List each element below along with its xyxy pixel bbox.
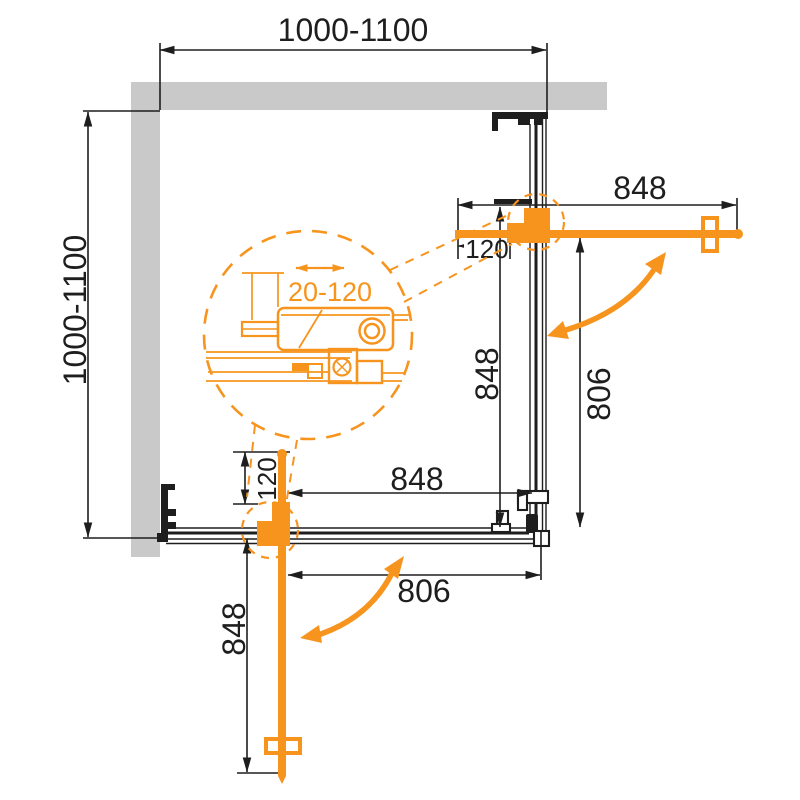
fixed-panel-right: [492, 112, 548, 532]
dim-overall-width-label: 1000-1100: [278, 12, 429, 48]
roller-block-bottom: [272, 502, 290, 524]
door-glass-top: [455, 230, 739, 238]
dim-adjustment: 20-120: [242, 264, 372, 320]
dim-overlap-bottom-label: 120: [252, 457, 282, 500]
dim-bottom-side: 848 806: [287, 461, 542, 609]
sliding-door-top: [455, 192, 743, 253]
dim-door-bottom-label: 848: [390, 461, 443, 497]
dim-overlap-top-label: 120: [465, 234, 508, 264]
dim-door-bottom-v-label: 848: [216, 602, 252, 655]
wall-top: [131, 82, 607, 110]
walls: [131, 82, 607, 557]
dim-door-bottom-v: 120 848: [216, 451, 290, 774]
wall-left: [131, 82, 160, 557]
dim-right-side: 848 806: [469, 206, 617, 528]
dim-overall-depth: 1000-1100: [57, 110, 164, 539]
dim-door-top-label: 848: [613, 170, 666, 206]
door-glass-bottom: [278, 453, 286, 776]
door-swing-arrow-right: [547, 252, 666, 339]
dim-opening-bottom-label: 806: [397, 573, 450, 609]
detail-source-circle-bottom: [240, 500, 300, 560]
wall-profile-left: [161, 486, 168, 536]
wall-profile-top: [492, 112, 548, 119]
fixed-panel-bottom: [157, 484, 543, 545]
rail-bracket-top: [494, 199, 532, 204]
roller-wheel: [358, 317, 386, 345]
dim-overall-depth-label: 1000-1100: [57, 235, 93, 386]
detail-zoom-circle: 20-120: [202, 214, 513, 505]
dim-opening-right-label: 806: [581, 367, 617, 420]
sliding-door-bottom: [240, 449, 302, 784]
adjustment-screw: [332, 357, 352, 377]
roller-mechanism: [206, 306, 411, 385]
dim-adjustment-label: 20-120: [288, 277, 372, 307]
detail-source-circle-top: [506, 192, 566, 252]
door-swing-arrow-bottom: [300, 556, 404, 643]
dim-door-right-label: 848: [469, 347, 505, 400]
dim-overall-width: 1000-1100: [159, 12, 548, 114]
